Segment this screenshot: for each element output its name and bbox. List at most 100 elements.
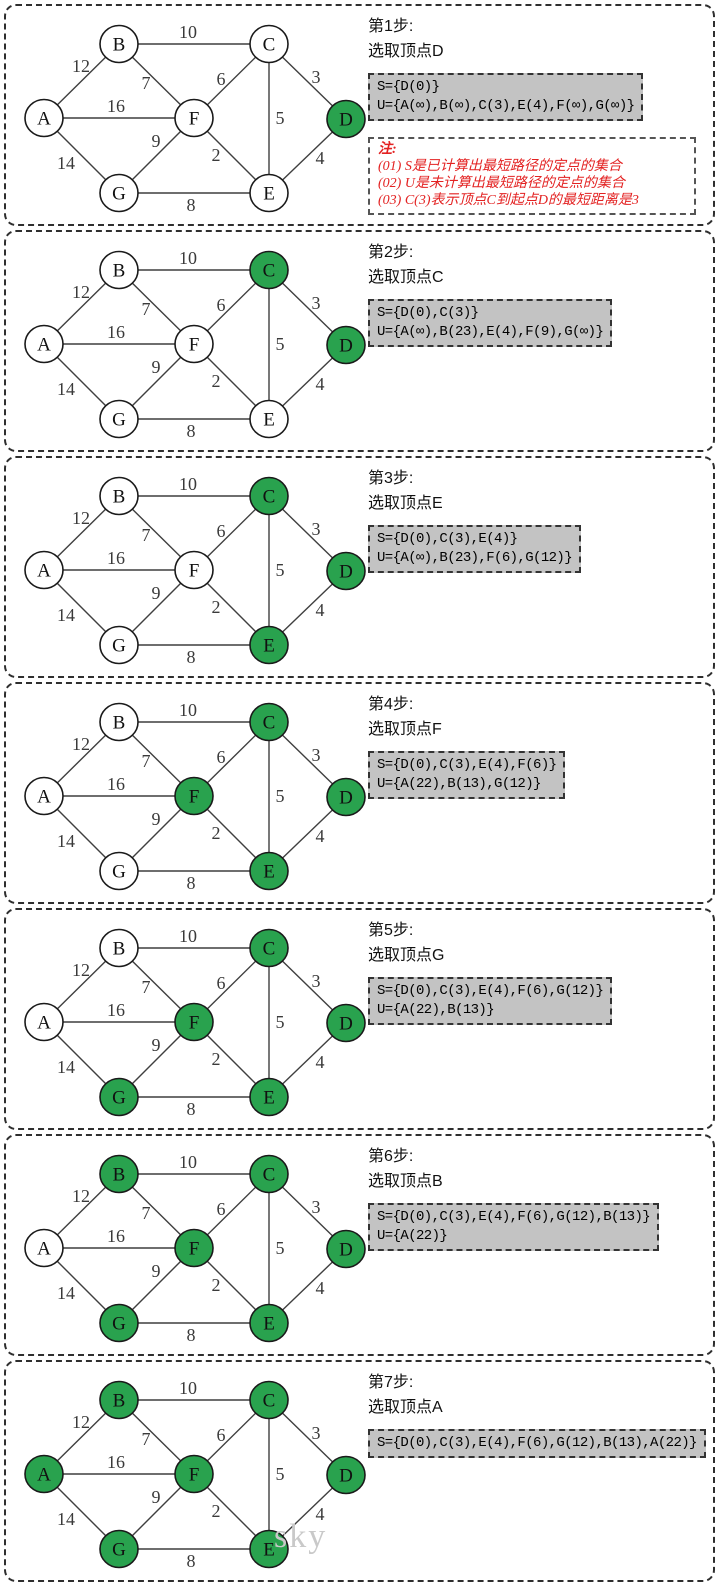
edge-weight-C-E: 5: [276, 1238, 285, 1258]
edge-weight-C-F: 6: [217, 521, 226, 541]
node-E-selected: [249, 1529, 289, 1569]
edge-weight-B-C: 10: [179, 1152, 197, 1172]
node-F: [174, 324, 214, 364]
node-label-E: E: [263, 410, 275, 431]
s-set-line: S={D(0),C(3),E(4)}: [377, 531, 518, 547]
edge-weight-F-E: 2: [212, 1049, 221, 1069]
node-B: [99, 476, 139, 516]
step-action: 选取顶点D: [368, 43, 444, 60]
node-label-F: F: [189, 787, 200, 808]
node-G: [99, 625, 139, 665]
node-label-E: E: [263, 862, 275, 883]
s-set-line: S={D(0)}: [377, 79, 440, 95]
edge-weight-D-E: 4: [316, 600, 325, 620]
edge-weight-F-E: 2: [212, 145, 221, 165]
edge-weight-F-E: 2: [212, 371, 221, 391]
edge-weight-G-E: 8: [187, 647, 196, 667]
u-set-line: U={A(22),B(13),G(12)}: [377, 776, 541, 792]
node-C-selected: [249, 1154, 289, 1194]
u-set-line: U={A(∞),B(23),E(4),F(9),G(∞)}: [377, 324, 604, 340]
step-text-column: 第6步: 选取顶点B S={D(0),C(3),E(4),F(6),G(12),…: [368, 1144, 713, 1251]
node-label-B: B: [113, 35, 126, 56]
step-text-column: 第2步: 选取顶点C S={D(0),C(3)} U={A(∞),B(23),E…: [368, 240, 713, 347]
node-label-G: G: [112, 1088, 126, 1109]
edge-weight-A-F: 16: [107, 1000, 125, 1020]
step-text-column: 第4步: 选取顶点F S={D(0),C(3),E(4),F(6)} U={A(…: [368, 692, 713, 799]
edge-weight-F-E: 2: [212, 1501, 221, 1521]
edge-weight-C-F: 6: [217, 1199, 226, 1219]
edge-weight-C-D: 3: [312, 1197, 321, 1217]
edge-weight-A-B: 12: [72, 56, 90, 76]
node-label-B: B: [113, 1391, 126, 1412]
node-label-D: D: [339, 1466, 353, 1487]
node-label-G: G: [112, 184, 126, 205]
edge-weight-B-F: 7: [142, 1203, 151, 1223]
edge-weight-F-E: 2: [212, 823, 221, 843]
node-label-B: B: [113, 261, 126, 282]
edge-weight-A-G: 14: [57, 605, 75, 625]
edge-weight-G-E: 8: [187, 1099, 196, 1119]
node-label-G: G: [112, 1540, 126, 1561]
node-G: [99, 399, 139, 439]
edge-weight-C-D: 3: [312, 1423, 321, 1443]
node-G-selected: [99, 1077, 139, 1117]
node-E: [249, 173, 289, 213]
edge-weight-C-E: 5: [276, 1012, 285, 1032]
edge-weight-A-B: 12: [72, 1412, 90, 1432]
step-number: 第6步:: [368, 1148, 414, 1165]
node-label-B: B: [113, 939, 126, 960]
edge-weight-B-F: 7: [142, 73, 151, 93]
node-label-G: G: [112, 862, 126, 883]
edge-weight-F-G: 9: [152, 131, 161, 151]
node-F-selected: [174, 776, 214, 816]
node-label-E: E: [263, 1540, 275, 1561]
step-number: 第2步:: [368, 244, 414, 261]
edge-weight-F-G: 9: [152, 357, 161, 377]
edge-weight-A-B: 12: [72, 960, 90, 980]
node-label-C: C: [263, 261, 276, 282]
u-set-line: U={A(∞),B(23),F(6),G(12)}: [377, 550, 573, 566]
edge-weight-B-F: 7: [142, 299, 151, 319]
edge-weight-C-D: 3: [312, 971, 321, 991]
set-status-box: S={D(0),C(3),E(4),F(6),G(12)} U={A(22),B…: [368, 977, 613, 1025]
node-C-selected: [249, 250, 289, 290]
node-B-selected: [99, 1154, 139, 1194]
node-label-F: F: [189, 561, 200, 582]
node-label-E: E: [263, 1314, 275, 1335]
node-G-selected: [99, 1529, 139, 1569]
edge-weight-F-G: 9: [152, 809, 161, 829]
node-G: [99, 173, 139, 213]
node-label-A: A: [37, 1013, 51, 1034]
node-label-D: D: [339, 562, 353, 583]
edge-weight-D-E: 4: [316, 1052, 325, 1072]
edge-weight-A-F: 16: [107, 1226, 125, 1246]
s-set-line: S={D(0),C(3)}: [377, 305, 479, 321]
edge-weight-A-F: 16: [107, 548, 125, 568]
step-text-column: 第5步: 选取顶点G S={D(0),C(3),E(4),F(6),G(12)}…: [368, 918, 713, 1025]
node-B: [99, 250, 139, 290]
set-status-box: S={D(0),C(3),E(4)} U={A(∞),B(23),F(6),G(…: [368, 525, 582, 573]
node-A: [24, 550, 64, 590]
node-label-B: B: [113, 487, 126, 508]
node-label-G: G: [112, 636, 126, 657]
edge-weight-A-B: 12: [72, 508, 90, 528]
step-text-column: 第1步: 选取顶点D S={D(0)} U={A(∞),B(∞),C(3),E(…: [368, 14, 713, 215]
edge-weight-G-E: 8: [187, 1325, 196, 1345]
edge-weight-F-E: 2: [212, 1275, 221, 1295]
node-F-selected: [174, 1454, 214, 1494]
node-E-selected: [249, 625, 289, 665]
node-label-A: A: [37, 561, 51, 582]
node-label-C: C: [263, 1165, 276, 1186]
edge-weight-G-E: 8: [187, 873, 196, 893]
node-C-selected: [249, 928, 289, 968]
node-label-G: G: [112, 410, 126, 431]
edge-weight-A-B: 12: [72, 282, 90, 302]
node-label-F: F: [189, 109, 200, 130]
node-C-selected: [249, 702, 289, 742]
node-E: [249, 399, 289, 439]
node-label-C: C: [263, 1391, 276, 1412]
edge-weight-B-C: 10: [179, 474, 197, 494]
step-text-column: 第3步: 选取顶点E S={D(0),C(3),E(4)} U={A(∞),B(…: [368, 466, 713, 573]
